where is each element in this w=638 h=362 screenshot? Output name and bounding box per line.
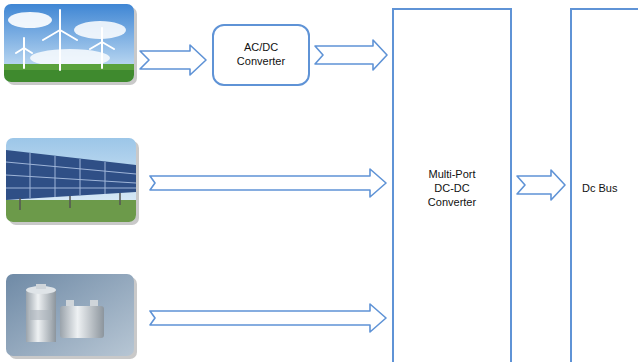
input-arrow [150,304,386,332]
input-arrow [140,45,206,75]
node-label: AC/DC Converter [226,41,296,69]
node-label: Dc Bus [582,182,617,196]
wind-turbine-picture [4,4,137,85]
bus-box: Dc Bus [570,8,638,362]
node-label: Multi-Port DC-DC Converter [421,168,483,209]
input-arrow [150,169,386,197]
battery-picture [6,274,137,359]
block-arrow [517,170,565,200]
converter-box: Multi-Port DC-DC Converter [392,8,512,362]
converter-box: AC/DC Converter [212,24,310,86]
solar-panel-picture [6,138,139,225]
block-arrow [315,40,387,70]
